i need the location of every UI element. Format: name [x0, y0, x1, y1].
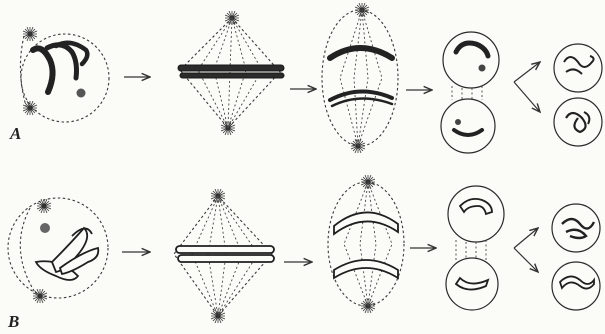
row-a-metaphase-spindle: [177, 10, 285, 136]
row-b-anaphase-spindle: [327, 174, 405, 314]
row-b-daughter-cells: [551, 203, 601, 311]
arrow-b-4a: [513, 228, 538, 249]
row-a-daughter-cells: [553, 43, 603, 147]
arrow-a-4b: [513, 81, 540, 112]
row-a-anaphase-spindle: [321, 2, 399, 154]
arrow-a-4a: [513, 62, 540, 83]
row-b-telophase-cells: [445, 185, 505, 311]
row-b-metaphase-spindle: [173, 188, 275, 324]
row-a-telophase-cells: [440, 31, 500, 154]
row-a-prophase-cell: [19, 26, 110, 123]
arrow-b-4b: [513, 247, 538, 272]
row-label-b: B: [8, 312, 20, 331]
row-b-prophase-cell: [7, 197, 109, 304]
row-label-a: A: [10, 124, 22, 143]
